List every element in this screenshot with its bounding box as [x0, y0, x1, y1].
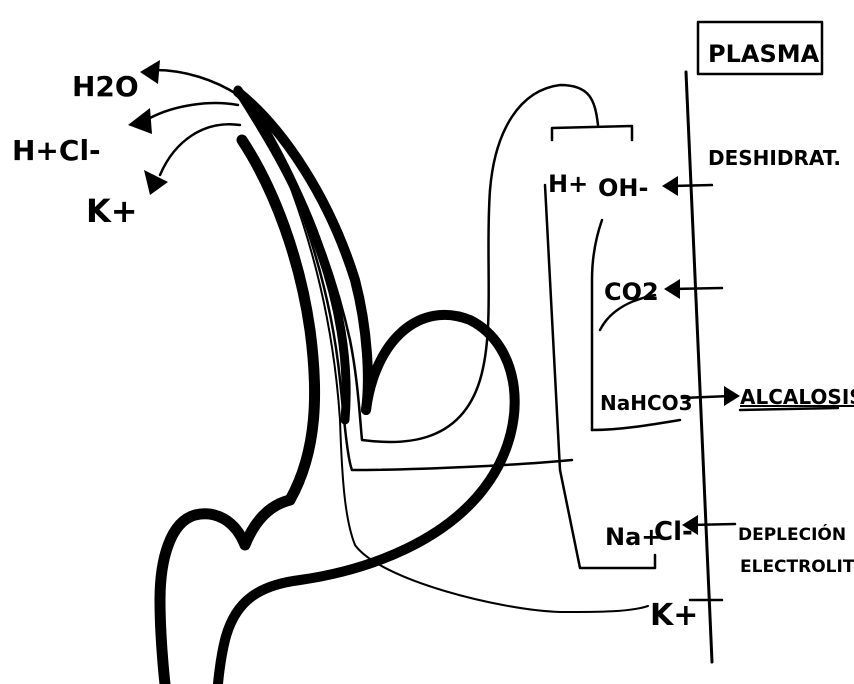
plasma-membrane-line [684, 70, 714, 664]
h-plus-label: H+ [548, 170, 588, 198]
hcl-label: H+Cl- [12, 134, 101, 167]
arrow-hcl-icon [128, 108, 152, 134]
electrolit-label: ELECTROLIT [740, 557, 854, 577]
h2o-label: H2O [72, 70, 139, 103]
alcalosis-underline [738, 406, 840, 412]
na-plus-label: Na+ [605, 523, 661, 551]
arrow-nacl-icon [682, 515, 698, 535]
plasma-label: PLASMA [708, 40, 820, 68]
arrow-k-icon [144, 170, 168, 195]
arrow-co2-icon [664, 279, 680, 299]
arrow-h2o-icon [140, 60, 160, 84]
deplecion-label: DEPLECIÓN [738, 523, 846, 545]
labels: PLASMA H2O H+Cl- K+ H+ OH- DESHIDRAT. CO… [12, 40, 854, 633]
co2-label: CO2 [604, 278, 659, 306]
alcalosis-label: ALCALOSIS [740, 385, 854, 409]
arrow-oh-icon [662, 176, 678, 196]
nahco3-label: NaHCO3 [600, 391, 693, 415]
stomach-inner-lines [248, 83, 649, 613]
stomach-outline [154, 85, 520, 684]
parietal-cell-box [543, 124, 682, 570]
k-left-label: K+ [86, 192, 138, 230]
plasma-label-box [696, 20, 824, 76]
k-right-label: K+ [650, 598, 698, 633]
cl-minus-label: Cl- [654, 517, 693, 547]
deshidrat-label: DESHIDRAT. [708, 146, 841, 170]
arrows [128, 60, 740, 602]
arrow-alcalosis-icon [724, 386, 740, 406]
oh-minus-label: OH- [598, 174, 648, 202]
